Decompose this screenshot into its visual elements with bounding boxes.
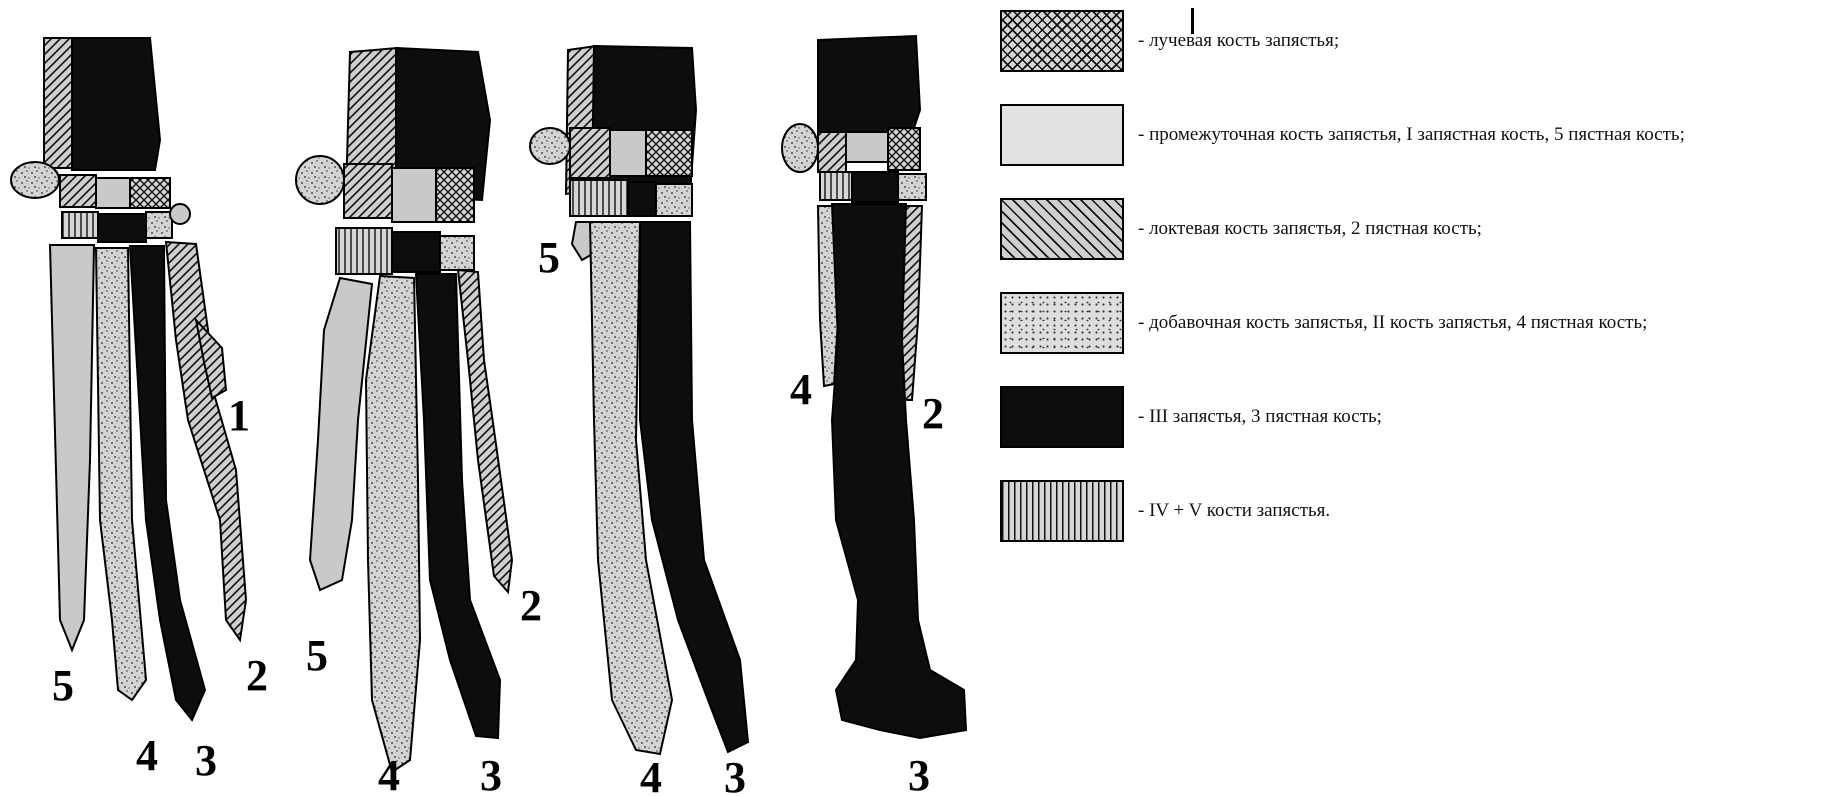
accessory-carpal xyxy=(296,156,344,204)
legend-item-intermediate-carpal: - промежуточная кость запястья, I запяст… xyxy=(1000,104,1840,170)
carpal-2 xyxy=(898,174,926,200)
ulnar-carpal xyxy=(344,164,392,218)
radial-carpal xyxy=(436,168,474,222)
radial-carpal xyxy=(646,130,692,176)
carpal-2 xyxy=(146,212,172,238)
label-4-digit4: 4 xyxy=(790,365,812,414)
label-3-digit5: 5 xyxy=(538,233,560,282)
ulnar-carpal xyxy=(60,175,96,207)
label-3-digit4: 4 xyxy=(640,753,662,796)
label-2-digit5: 5 xyxy=(306,631,328,680)
label-1-digit5: 5 xyxy=(52,661,74,710)
limb-3: 5 3 4 xyxy=(530,46,748,796)
label-1-digit3: 3 xyxy=(195,736,217,785)
limb-4: 4 2 3 xyxy=(782,36,966,796)
carpal-1 xyxy=(170,204,190,224)
label-4-digit3: 3 xyxy=(908,751,930,796)
label-2-digit2: 2 xyxy=(520,581,542,630)
legend-text: - лучевая кость запястья; xyxy=(1138,30,1339,52)
limb-2: 2 3 4 5 xyxy=(296,48,542,796)
intermediate-carpal xyxy=(610,130,646,176)
carpal-3 xyxy=(852,172,898,202)
legend-text: - IV + V кости запястья. xyxy=(1138,500,1330,522)
carpal-2 xyxy=(656,184,692,216)
ulnar-carpal xyxy=(818,132,846,172)
legend-item-ulnar-carpal: - локтевая кость запястья, 2 пястная кос… xyxy=(1000,198,1840,264)
swatch-light-gray xyxy=(1000,104,1124,166)
label-1-digit2: 2 xyxy=(246,651,268,700)
swatch-crosshatch xyxy=(1000,10,1124,72)
ulnar-carpal xyxy=(570,128,610,178)
limb-1: 1 2 3 4 5 xyxy=(11,38,268,785)
legend-text: - локтевая кость запястья, 2 пястная кос… xyxy=(1138,218,1482,240)
carpal-4-5 xyxy=(570,180,628,216)
swatch-solid-black xyxy=(1000,386,1124,448)
carpal-3 xyxy=(392,232,440,272)
carpal-3 xyxy=(98,214,146,242)
legend-text: - добавочная кость запястья, II кость за… xyxy=(1138,312,1647,334)
swatch-diagonal-hatch xyxy=(1000,198,1124,260)
legend-text: - III запястья, 3 пястная кость; xyxy=(1138,406,1382,428)
carpal-4-5 xyxy=(62,212,98,238)
swatch-stipple xyxy=(1000,292,1124,354)
accessory-carpal xyxy=(11,162,59,198)
label-2-digit3: 3 xyxy=(480,751,502,796)
intermediate-carpal xyxy=(392,168,436,222)
carpal-3 xyxy=(628,182,656,216)
intermediate-carpal xyxy=(846,132,888,162)
digit-5-bones xyxy=(50,245,94,650)
accessory-carpal xyxy=(782,124,818,172)
intermediate-carpal xyxy=(96,178,130,208)
swatch-vertical-lines xyxy=(1000,480,1124,542)
legend-item-fourth-fifth-carpal: - IV + V кости запястья. xyxy=(1000,480,1840,546)
legend-item-radial-carpal: - лучевая кость запястья; xyxy=(1000,10,1840,76)
label-2-digit4: 4 xyxy=(378,751,400,796)
digit-3-bones xyxy=(832,204,966,738)
radius-bone xyxy=(818,36,920,134)
legend-text: - промежуточная кость запястья, I запяст… xyxy=(1138,124,1685,146)
digit-5-bones xyxy=(310,278,372,590)
label-1-digit4: 4 xyxy=(136,731,158,780)
radial-carpal xyxy=(130,178,170,208)
label-4-digit2: 2 xyxy=(922,389,944,438)
label-3-digit3: 3 xyxy=(724,753,746,796)
accessory-carpal xyxy=(530,128,570,164)
legend-item-third-carpal: - III запястья, 3 пястная кость; xyxy=(1000,386,1840,452)
ulna-bone xyxy=(44,38,74,168)
carpal-4-5 xyxy=(820,172,852,200)
label-1-digit1: 1 xyxy=(228,391,250,440)
carpal-2 xyxy=(440,236,474,270)
carpal-4-5 xyxy=(336,228,392,274)
digit-4-bones xyxy=(366,276,420,772)
radial-carpal xyxy=(888,128,920,170)
radius-bone xyxy=(72,38,160,170)
legend-item-accessory-carpal: - добавочная кость запястья, II кость за… xyxy=(1000,292,1840,358)
